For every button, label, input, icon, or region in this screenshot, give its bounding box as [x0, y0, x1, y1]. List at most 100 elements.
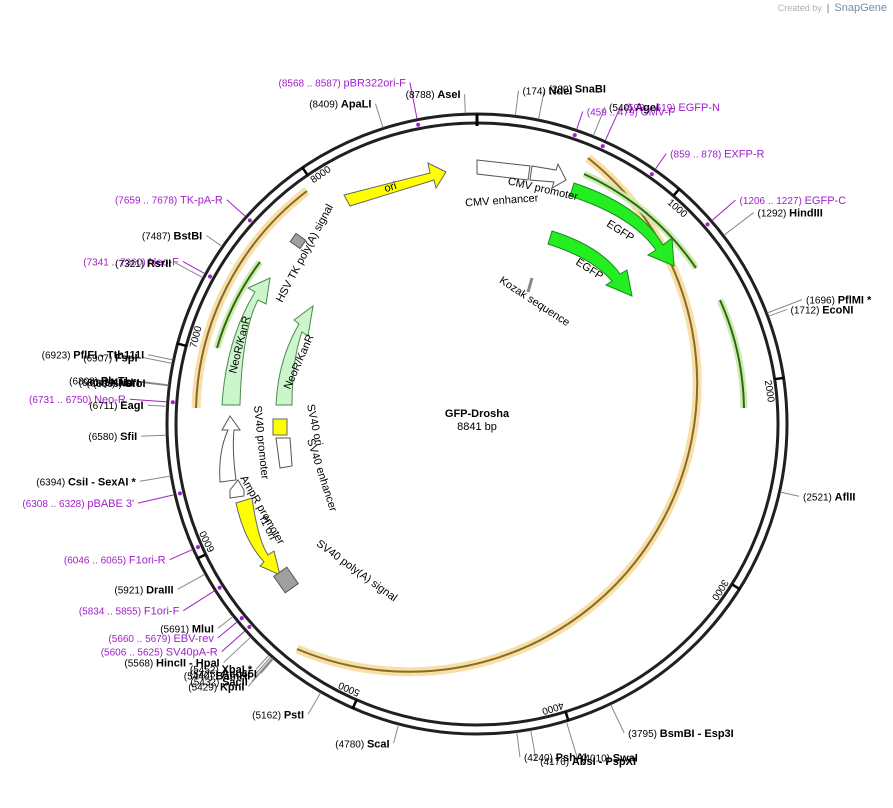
sv40-promoter-feature-arrow [219, 415, 241, 483]
site-label-4: (459 .. 479) CMV-F [587, 106, 675, 118]
green-arc-egfp-core [583, 173, 697, 269]
site-name: EGFP-C [805, 195, 847, 207]
tick-mark-2000 [774, 376, 785, 381]
site-name: SacII [222, 676, 248, 688]
site-label-35: (5568) HincII - HpaI [124, 658, 219, 670]
site-label-21: (6805) NarI [86, 377, 139, 389]
site-coord: (459 .. 479) [587, 107, 641, 118]
site-name: SV40pA-R [166, 647, 218, 659]
leader-line-39 [248, 658, 274, 687]
site-label-9: (7659 .. 7678) TK-pA-R [115, 195, 223, 207]
tick-label-1000: 1000 [665, 197, 689, 220]
site-coord: (5452) [190, 665, 222, 676]
site-label-7: (598 .. 619) EGFP-N [624, 102, 720, 114]
site-label-5: (8409) ApaLI [309, 99, 371, 111]
site-label-18: (6907) FspI [83, 352, 137, 364]
site-label-42: (3795) BsmBI - Esp3I [628, 728, 734, 740]
leader-line-38 [251, 657, 273, 682]
site-coord: (6711) [89, 401, 120, 412]
tick-label-6000: 6000 [198, 528, 218, 553]
leader-line-3 [409, 82, 418, 119]
site-coord: (7321) [115, 259, 147, 270]
site-coord: (7341 .. 7360) [83, 258, 148, 269]
site-label-32: (5691) MluI [160, 623, 214, 635]
neo-outer-feature-label: NeoR/KanR [227, 315, 253, 375]
site-coord: (5425) [190, 669, 222, 680]
site-name: AseI [437, 89, 460, 101]
site-name: BsmBI [660, 728, 695, 740]
leader-line-32 [217, 616, 234, 629]
site-name: SnaBI [575, 84, 606, 96]
leader-line-5 [374, 103, 384, 128]
primer-site-marker-34 [247, 625, 252, 630]
tick-label-5000: 5000 [337, 679, 362, 698]
sv40-polya-feature-label: SV40 poly(A) signal [314, 538, 399, 604]
green-arcs [213, 170, 748, 409]
orange-cds-arc-left-core [195, 190, 308, 409]
snapgene-brand: Created by ❙ SnapGene [778, 2, 887, 14]
leader-line-36 [255, 654, 270, 670]
site-name: HincII [156, 658, 186, 670]
feature-arrows [219, 159, 675, 594]
site-label-14: (7321) RsrII [115, 258, 171, 270]
site-coord: (5429) [188, 682, 220, 693]
site-label-29: (6046 .. 6065) F1ori-R [64, 555, 166, 567]
plasmid-length: 8841 bp [457, 421, 497, 433]
primer-site-marker-3 [416, 122, 421, 127]
site-label-34: (5606 .. 5625) SV40pA-R [101, 647, 218, 659]
site-coord: (8568 .. 8587) [278, 79, 343, 90]
primer-site-marker-4 [572, 133, 577, 138]
site-name-alt: - SexAI * [88, 476, 136, 488]
leader-line-24 [147, 404, 167, 407]
leader-line-17 [148, 354, 173, 361]
leader-line-37 [253, 656, 272, 676]
leader-line-27 [138, 494, 175, 504]
site-coord: (5432) [190, 677, 222, 688]
primer-site-marker-7 [600, 144, 605, 149]
site-name: PflFI [73, 350, 97, 362]
site-coord: (6308 .. 6328) [22, 499, 87, 510]
leader-line-15 [767, 299, 803, 314]
site-name: EXFP-R [724, 149, 764, 161]
egfp-outer-feature-arrow [569, 182, 675, 267]
site-coord: (174) [522, 87, 548, 98]
site-name: EcoNI [822, 305, 853, 317]
site-coord: (6808) [69, 376, 101, 387]
site-name: Neo-R [94, 394, 126, 406]
site-name: AgeI [635, 102, 659, 114]
leader-line-1 [514, 90, 519, 116]
site-label-38: (5432) SacII [190, 676, 247, 688]
site-label-26: (6394) CsiI - SexAI * [36, 476, 136, 488]
site-name: CsiI [68, 476, 88, 488]
site-name: MluI [192, 623, 214, 635]
primer-site-marker-9 [247, 218, 252, 223]
tick-marks [176, 166, 785, 722]
site-label-20: (6806) SfoI [93, 378, 145, 390]
site-coord: (5162) [252, 710, 284, 721]
site-name: EagI [120, 400, 143, 412]
site-coord: (5691) [160, 624, 192, 635]
site-name: BstBI [174, 230, 203, 242]
site-coord: (6394) [36, 477, 68, 488]
leader-line-44 [393, 724, 399, 744]
sv40-enhancer-feature-label: SV40 enhancer [304, 437, 339, 513]
site-name: PluTI [101, 375, 128, 387]
created-by-text: Created by [777, 3, 822, 13]
site-name: RsrII [147, 258, 171, 270]
tick-label-2000: 2000 [762, 379, 776, 403]
site-labels: (8788) AseI(174) NdeI(280) SnaBI(8568 ..… [22, 78, 872, 768]
site-name: Acc65I [221, 668, 256, 680]
ori-feature-label: ori [383, 180, 398, 195]
site-label-44: (4780) ScaI [335, 738, 389, 750]
site-coord: (6923) [42, 351, 74, 362]
site-name: AbsI [572, 756, 596, 768]
tick-mark-1000 [672, 187, 681, 197]
site-coord: (8788) [406, 90, 438, 101]
site-name: pBR322ori-F [344, 78, 407, 90]
leader-line-18 [141, 356, 173, 364]
site-label-24: (6711) EagI [89, 400, 143, 412]
site-coord: (5834 .. 5855) [79, 607, 144, 618]
site-coord: (3795) [628, 729, 660, 740]
site-coord: (4176) [540, 757, 572, 768]
site-name: PstI [284, 709, 304, 721]
